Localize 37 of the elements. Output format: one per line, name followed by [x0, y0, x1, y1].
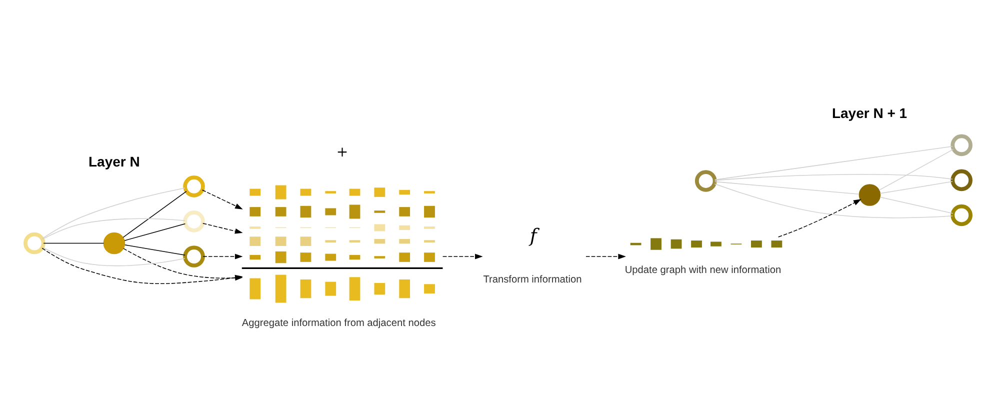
node-circle [950, 204, 972, 226]
arrow [778, 199, 862, 238]
label: Layer N [88, 153, 140, 170]
connector [42, 218, 186, 240]
connector [124, 223, 186, 241]
connector [878, 148, 954, 191]
node-circle [183, 210, 205, 232]
node-circle [858, 184, 881, 206]
arrow [442, 254, 483, 260]
arrow [202, 223, 243, 234]
connector [124, 244, 186, 256]
connector [122, 190, 187, 238]
arrow [202, 254, 243, 260]
node-circle [950, 169, 972, 192]
node-text: f [530, 226, 537, 247]
node-circle [24, 232, 46, 254]
node-label: Aggregate information from adjacent nodes [242, 318, 436, 330]
label: Layer N + 1 [832, 105, 908, 122]
connector [714, 174, 953, 181]
connector [42, 247, 186, 266]
node-circle [103, 232, 126, 254]
connector [714, 181, 860, 195]
label: + [336, 144, 348, 160]
node-circle [183, 176, 205, 198]
node-label: Update graph with new information [624, 265, 782, 276]
connector [714, 146, 953, 180]
node-circle [183, 246, 205, 268]
arrow [202, 190, 243, 210]
connector [42, 188, 186, 239]
node-circle [950, 134, 972, 156]
connector [880, 196, 954, 214]
connector [714, 184, 953, 218]
node-label: Transform information [483, 274, 582, 286]
connector [880, 181, 953, 194]
node-circle [694, 170, 717, 192]
connector [43, 242, 104, 244]
arrow [586, 254, 626, 260]
